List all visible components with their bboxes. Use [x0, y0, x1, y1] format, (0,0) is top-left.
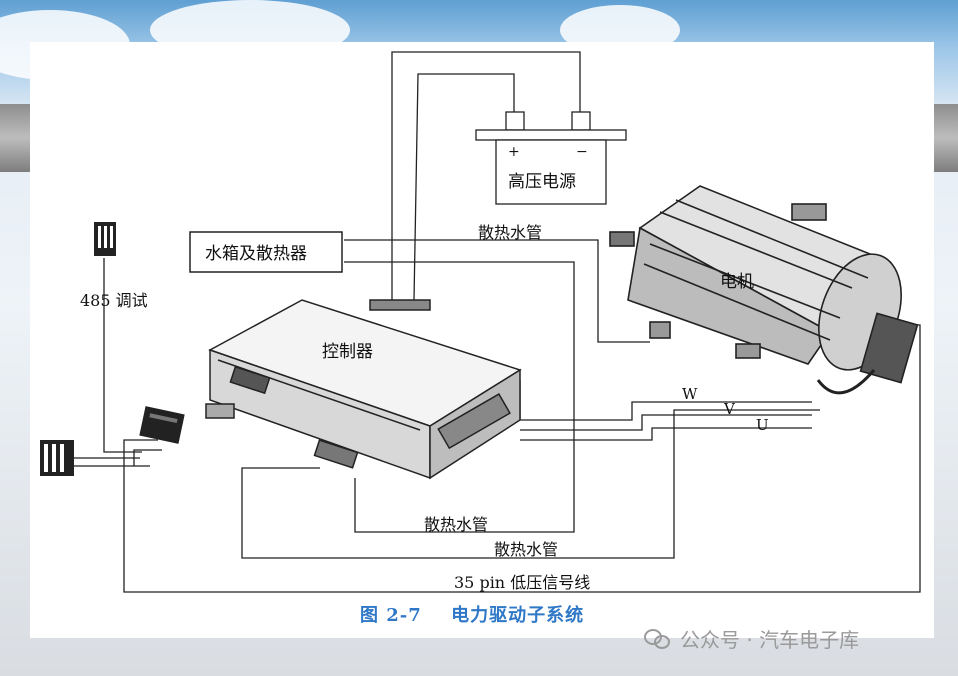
debug-connector-icon	[94, 222, 116, 256]
pipe-label-top: 散热水管	[478, 223, 542, 242]
phase-u-line	[520, 427, 812, 441]
wiring-lines	[72, 51, 921, 593]
phase-w-label: W	[682, 385, 698, 403]
coolant-pipe-loop	[241, 409, 820, 559]
watermark: 公众号 · 汽车电子库	[644, 623, 859, 653]
motor-label: 电机	[720, 272, 754, 292]
wechat-icon	[644, 627, 672, 649]
slide-side-band-left	[0, 104, 30, 172]
radiator-pipe-lower	[344, 261, 575, 533]
figure-title: 电力驱动子系统	[451, 605, 585, 626]
phase-u-label: U	[756, 416, 769, 434]
debug-label: 485 调试	[80, 291, 148, 310]
watermark-text: 公众号 · 汽车电子库	[680, 627, 860, 652]
battery-plus-sign: +	[508, 144, 520, 160]
pipe-label-bottom: 散热水管	[494, 540, 558, 559]
hv-negative-cable	[391, 51, 581, 300]
phase-v-line	[520, 414, 812, 431]
phase-w-line	[520, 401, 812, 421]
controller-unit	[205, 299, 522, 480]
power-source-label: 高压电源	[508, 172, 576, 192]
harness-connector-icon	[40, 440, 74, 476]
radiator-box	[189, 231, 343, 273]
radiator-pipe-upper	[344, 239, 650, 343]
debug-cable	[103, 258, 142, 453]
motor-unit	[609, 185, 919, 395]
signal-line-stub	[133, 449, 162, 466]
phase-v-label: V	[723, 400, 736, 418]
battery-minus-sign: −	[576, 144, 588, 160]
signal-connector-icon	[139, 406, 185, 444]
radiator-label: 水箱及散热器	[205, 244, 307, 264]
hv-battery	[475, 111, 627, 205]
figure-caption: 图 2-7 电力驱动子系统	[360, 601, 584, 627]
signal-line-label: 35 pin 低压信号线	[454, 573, 590, 592]
controller-label: 控制器	[322, 342, 373, 362]
hv-positive-cable	[413, 73, 515, 301]
pipe-label-mid: 散热水管	[424, 515, 488, 534]
figure-number: 图 2-7	[360, 605, 422, 626]
slide-side-band-right	[934, 104, 958, 172]
